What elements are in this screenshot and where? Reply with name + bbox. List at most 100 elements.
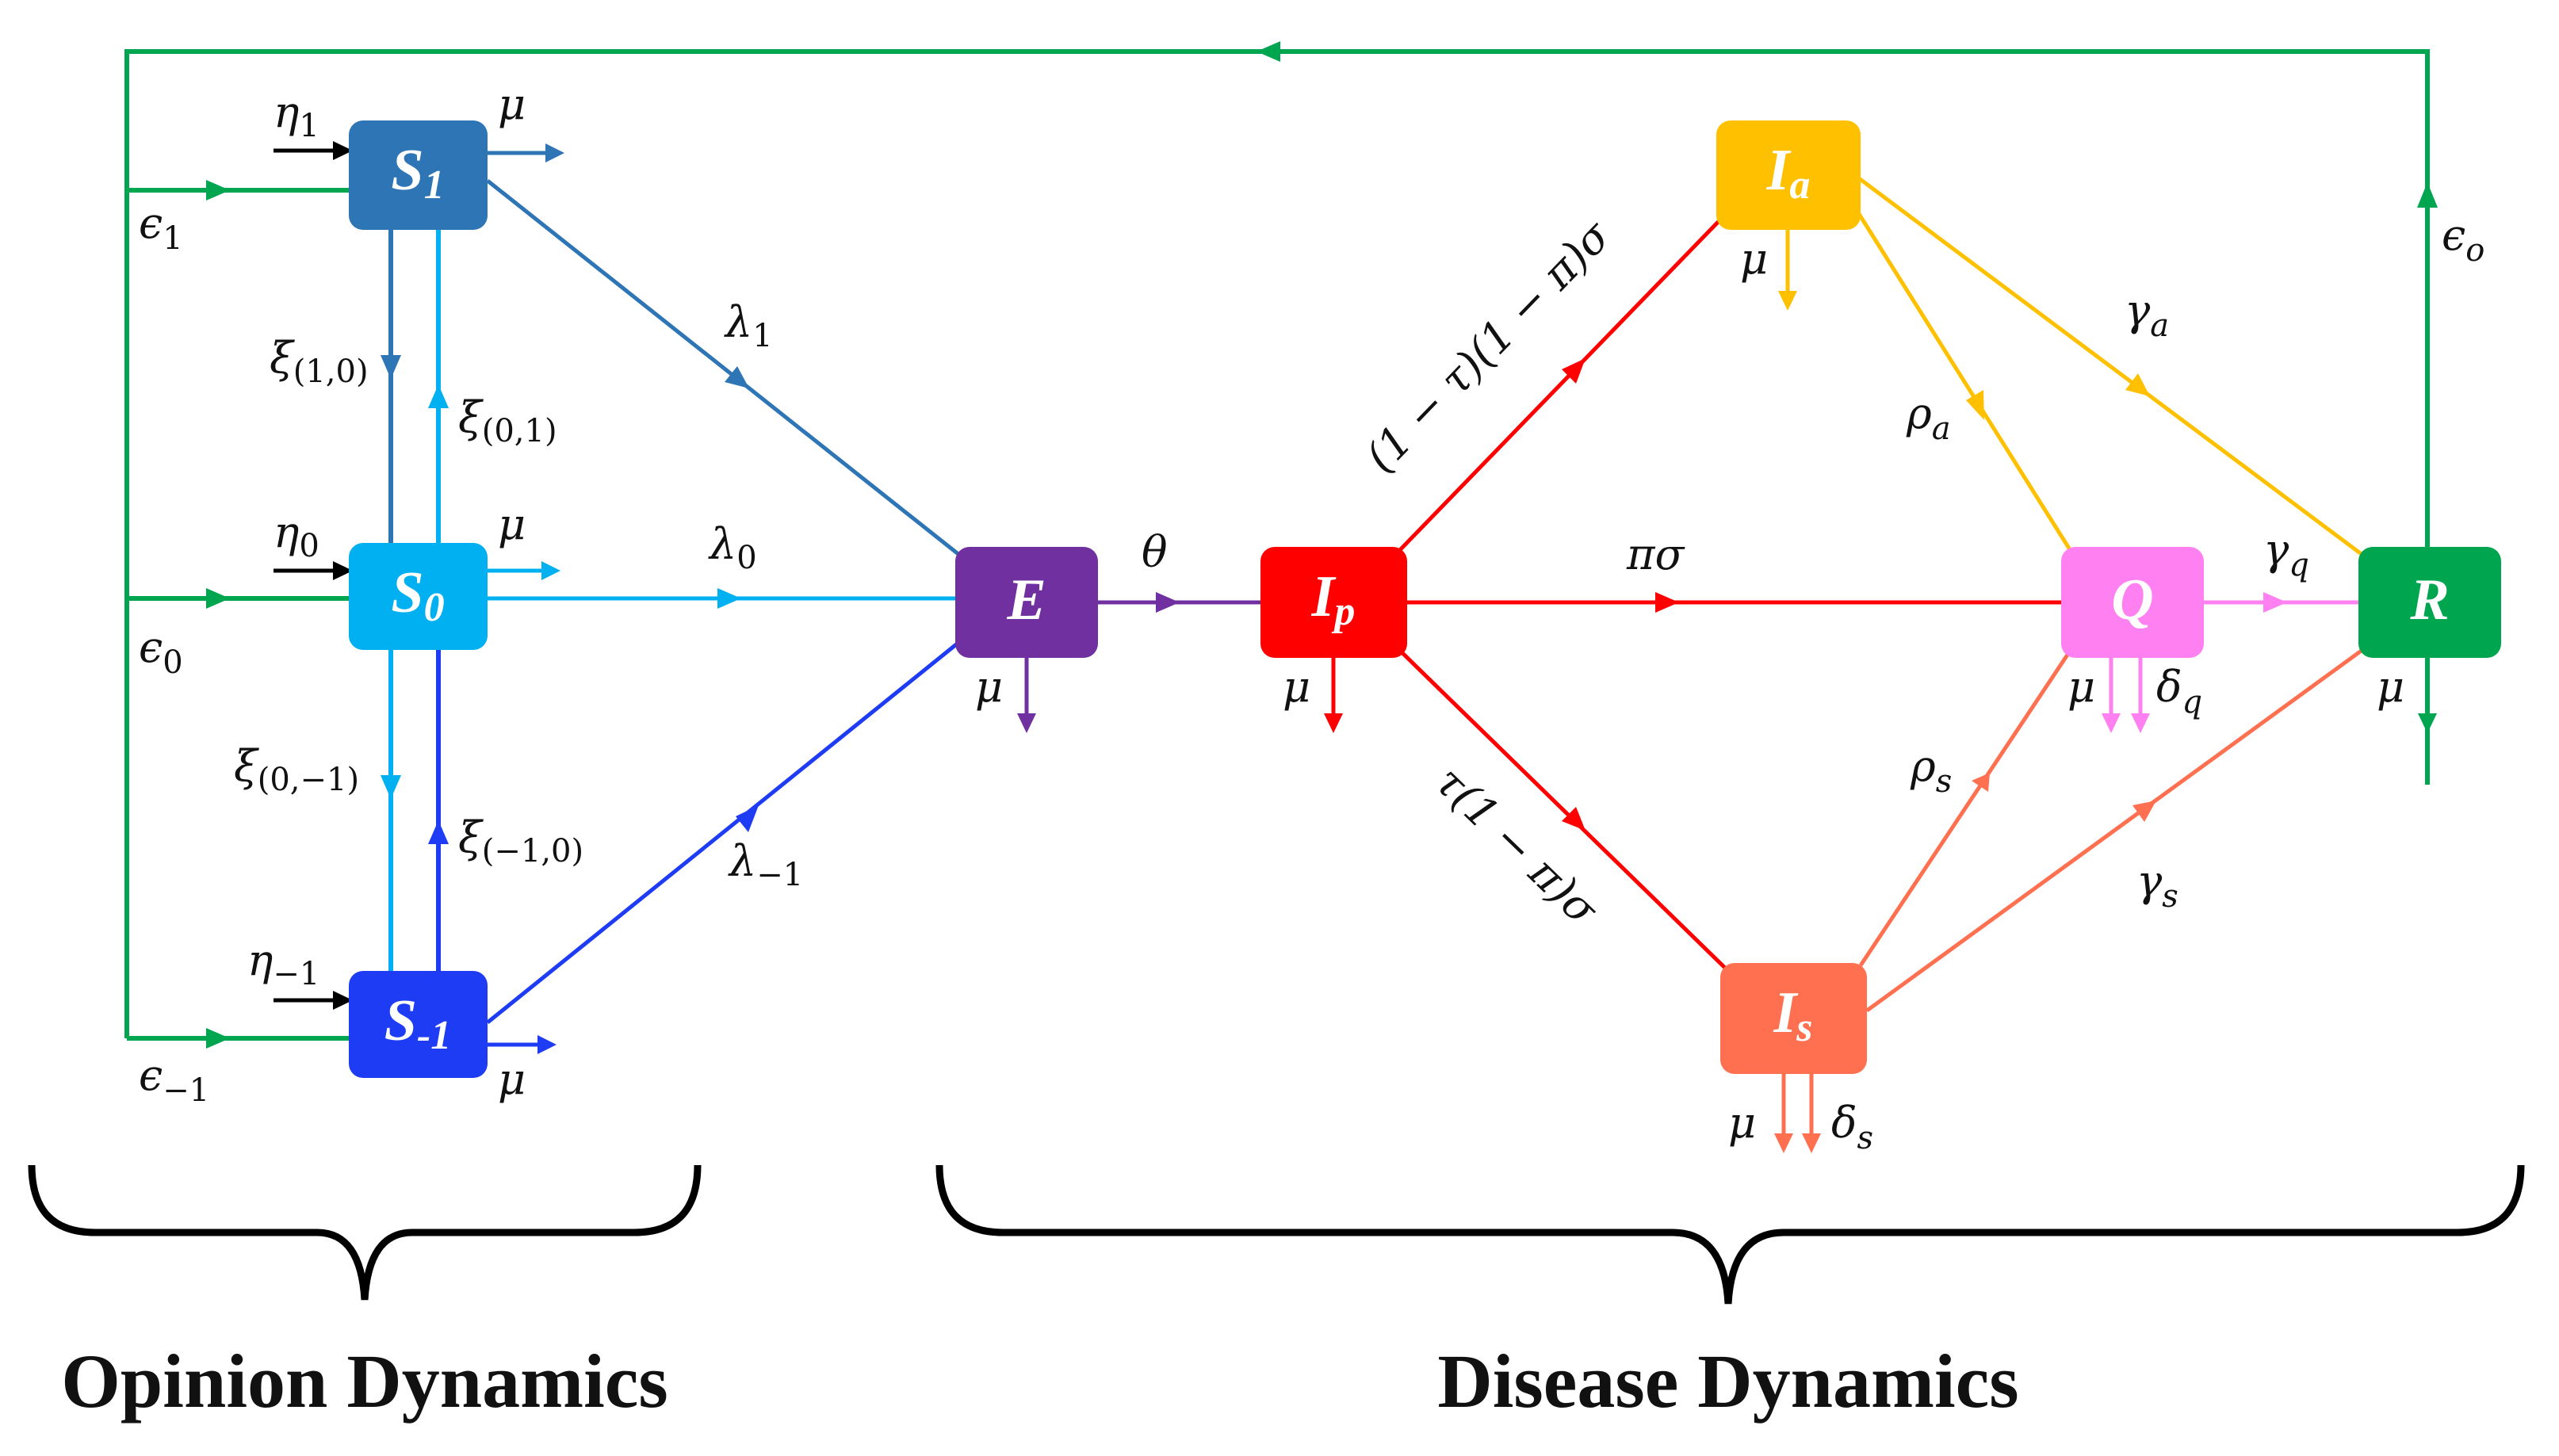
gamma-a-arrowhead	[2125, 373, 2150, 396]
rho-s-label: ρs	[1910, 741, 1952, 800]
lam1-arrowhead	[725, 366, 749, 388]
gamma-s-line	[1865, 648, 2364, 1013]
node-s1-main: S	[391, 138, 423, 203]
e-mu-arrowhead	[1017, 713, 1036, 733]
eps0-label: ϵ0	[139, 622, 183, 681]
node-s1: S1	[349, 120, 488, 230]
eta0-label: η0	[273, 507, 319, 564]
lamm1-arrowhead	[736, 805, 759, 832]
xi01-label: ξ(0,1)	[458, 392, 557, 449]
pisigma-label: πσ	[1626, 529, 1685, 579]
gamma-q-label: γq	[2263, 525, 2309, 583]
xim10-arrowhead	[428, 820, 449, 844]
node-q-box	[2061, 547, 2204, 658]
delta-q-label: δq	[2156, 662, 2202, 720]
lam1-label: λ1	[724, 297, 773, 354]
lam0-label: λ0	[708, 519, 757, 576]
node-ia-sub: a	[1789, 162, 1810, 208]
node-q-main: Q	[2111, 567, 2153, 632]
theta-label: θ	[1142, 527, 1168, 577]
s1-mu-arrowhead	[545, 143, 564, 162]
feedback-arrowhead-top	[1257, 41, 1280, 62]
node-is: Is	[1720, 963, 1867, 1074]
xi10-label: ξ(1,0)	[270, 333, 369, 390]
s1-mu-label: μ	[498, 79, 526, 129]
node-e-main: E	[1006, 567, 1046, 632]
eps1-label: ϵ1	[139, 198, 183, 257]
gamma-q-arrowhead	[2263, 592, 2287, 613]
node-ip: Ip	[1260, 547, 1407, 658]
epsm1-label: ϵ−1	[139, 1050, 209, 1109]
xi10-arrowhead	[381, 355, 401, 379]
rho-s-line	[1858, 648, 2073, 967]
ia-mu-arrowhead	[1778, 291, 1797, 311]
opinion-dynamics-title: Opinion Dynamics	[61, 1339, 668, 1424]
node-ip-sub: p	[1331, 589, 1355, 634]
node-is-sub: s	[1796, 1005, 1812, 1050]
svg-text:Ia: Ia	[1766, 138, 1811, 208]
node-s1-sub: 1	[424, 162, 445, 208]
node-sm1-main: S	[384, 988, 417, 1053]
gamma-a-line	[1857, 176, 2364, 557]
q-delta-arrowhead	[2131, 713, 2150, 733]
etam1-label: η−1	[247, 935, 319, 992]
node-e-box	[955, 547, 1098, 658]
node-ia-box	[1716, 120, 1861, 230]
epsm1-arrowhead	[206, 1028, 230, 1049]
e-mu-label: μ	[975, 662, 1003, 712]
xi01-arrowhead	[428, 384, 449, 408]
sm1-mu-arrowhead	[537, 1035, 557, 1054]
node-e: E	[955, 547, 1098, 658]
eta1-label: η1	[273, 87, 319, 144]
rho-a-line	[1853, 206, 2073, 552]
svg-text:Ip: Ip	[1311, 564, 1356, 634]
rho-s-arrowhead	[1972, 773, 1990, 792]
node-s0-sub: 0	[424, 585, 445, 630]
feedback-arrowhead-eps-o	[2417, 182, 2438, 208]
svg-text:S1: S1	[391, 138, 444, 208]
lamm1-line	[486, 640, 961, 1024]
ip-ia-label: (1 − τ)(1 − π)σ	[1356, 210, 1621, 482]
xim10-label: ξ(−1,0)	[458, 812, 583, 869]
ip-ia-arrowhead	[1562, 358, 1586, 384]
disease-dynamics-title: Disease Dynamics	[1437, 1339, 2018, 1424]
xi0m1-arrowhead	[381, 775, 401, 799]
s0-mu-label: μ	[498, 499, 526, 549]
s0-mu-arrowhead	[541, 561, 560, 580]
node-is-box	[1720, 963, 1867, 1074]
eta0-arrowhead	[333, 561, 353, 580]
node-s1-box	[349, 120, 488, 230]
braces-group: Opinion Dynamics Disease Dynamics	[28, 1164, 2525, 1424]
eps0-arrowhead	[206, 588, 230, 609]
ip-ia-line	[1394, 214, 1726, 556]
opinion-brace	[28, 1164, 702, 1301]
q-mu-arrowhead	[2102, 713, 2121, 733]
eta1-arrowhead	[333, 141, 353, 160]
node-s0: S0	[349, 543, 488, 650]
r-mu-arrowhead	[2418, 713, 2437, 733]
lam1-line	[486, 179, 961, 556]
disease-brace	[935, 1164, 2525, 1305]
etam1-arrowhead	[333, 991, 353, 1010]
gamma-s-label: γs	[2136, 856, 2178, 915]
eps1-arrowhead	[206, 180, 230, 201]
ip-is-line	[1394, 644, 1730, 973]
node-sm1-sub: -1	[417, 1013, 451, 1058]
ip-is-arrowhead	[1562, 807, 1586, 831]
node-sm1: S-1	[349, 971, 488, 1078]
svg-text:Is: Is	[1773, 980, 1812, 1050]
is-mu-label: μ	[1728, 1098, 1756, 1148]
node-ia: Ia	[1716, 120, 1861, 230]
xi0m1-label: ξ(0,−1)	[234, 741, 359, 798]
is-delta-arrowhead	[1802, 1133, 1821, 1153]
node-s0-main: S	[391, 560, 423, 625]
node-ip-main: I	[1311, 564, 1337, 629]
node-s0-box	[349, 543, 488, 650]
ip-is-label: τ(1 − π)σ	[1425, 756, 1608, 935]
rho-a-label: ρa	[1906, 388, 1951, 447]
pisigma-arrowhead	[1655, 592, 1679, 613]
q-mu-label: μ	[2067, 662, 2095, 712]
node-ia-main: I	[1766, 138, 1792, 203]
node-sm1-box	[349, 971, 488, 1078]
